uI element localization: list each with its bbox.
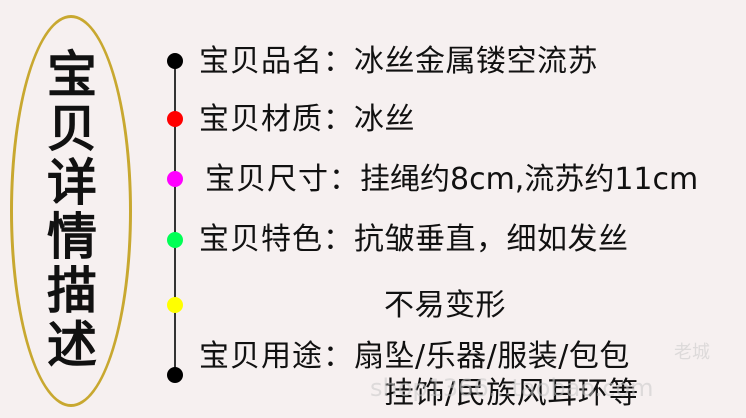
title-oval (10, 15, 132, 407)
row-value: 冰丝 (354, 102, 415, 137)
row-label: 宝贝材质： (199, 102, 354, 137)
bullet-dot-6 (167, 367, 183, 383)
detail-row-usage-cont: 挂饰/民族风耳环等 (384, 376, 639, 412)
bullet-dot-5 (167, 297, 183, 313)
row-label: 宝贝特色： (199, 222, 354, 257)
detail-row-feature: 宝贝特色：抗皱垂直，细如发丝 (199, 222, 629, 258)
row-label: 宝贝用途： (199, 339, 354, 374)
bullet-dot-3 (167, 171, 183, 187)
vertical-title: 宝 贝 详 情 描 述 (47, 46, 97, 374)
row-label: 宝贝尺寸： (205, 162, 360, 197)
row-value: 抗皱垂直，细如发丝 (354, 222, 629, 257)
detail-row-feature-cont: 不易变形 (384, 288, 506, 324)
detail-row-usage: 宝贝用途：扇坠/乐器/服装/包包 (199, 339, 630, 375)
row-value: 挂绳约8cm,流苏约11cm (360, 162, 699, 197)
row-value: 冰丝金属镂空流苏 (354, 44, 598, 79)
row-value: 挂饰/民族风耳环等 (384, 376, 639, 411)
detail-row-name: 宝贝品名：冰丝金属镂空流苏 (199, 44, 598, 80)
detail-row-size: 宝贝尺寸：挂绳约8cm,流苏约11cm (205, 162, 698, 198)
bullet-dot-1 (167, 53, 183, 69)
row-label: 宝贝品名： (199, 44, 354, 79)
bullet-dot-2 (167, 111, 183, 127)
bullet-dot-4 (167, 232, 183, 248)
watermark-logo: 老城 (674, 342, 710, 363)
timeline-line (174, 60, 176, 378)
detail-row-material: 宝贝材质：冰丝 (199, 102, 415, 138)
row-value: 不易变形 (384, 288, 506, 323)
row-value: 扇坠/乐器/服装/包包 (354, 339, 630, 374)
